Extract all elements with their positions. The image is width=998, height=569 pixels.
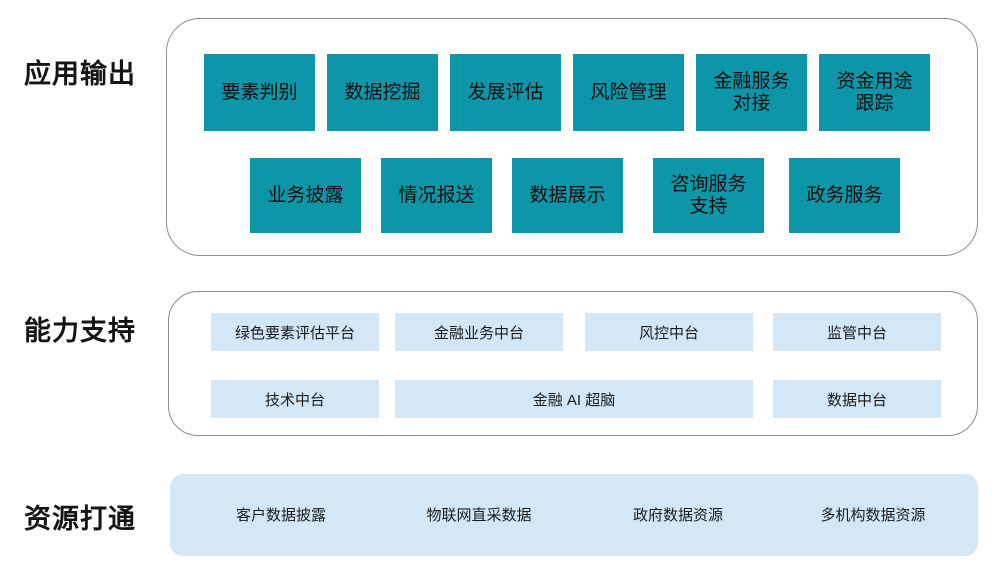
row-label-resource-integration: 资源打通 — [24, 504, 136, 534]
app-card-essential-factor-identification[interactable]: 要素判别 — [204, 54, 315, 131]
capability-chip-financial-ai-brain[interactable]: 金融 AI 超脑 — [395, 380, 753, 418]
app-card-situation-reporting[interactable]: 情况报送 — [381, 158, 492, 233]
capability-chip-data-midend[interactable]: 数据中台 — [773, 380, 941, 418]
capability-chip-technology-midend[interactable]: 技术中台 — [211, 380, 379, 418]
app-card-financial-service-docking[interactable]: 金融服务 对接 — [696, 54, 807, 131]
capability-chip-green-factor-assessment-platform[interactable]: 绿色要素评估平台 — [211, 313, 379, 351]
resource-item-multi-institution-data-resources[interactable]: 多机构数据资源 — [820, 506, 926, 524]
app-card-consulting-service-support[interactable]: 咨询服务 支持 — [653, 158, 764, 233]
app-card-data-display[interactable]: 数据展示 — [512, 158, 623, 233]
row-label-application-output: 应用输出 — [24, 59, 136, 89]
resource-integration-panel — [170, 474, 978, 556]
app-card-development-assessment[interactable]: 发展评估 — [450, 54, 561, 131]
app-card-fund-usage-tracking[interactable]: 资金用途 跟踪 — [819, 54, 930, 131]
app-card-data-mining[interactable]: 数据挖掘 — [327, 54, 438, 131]
capability-chip-risk-control-midend[interactable]: 风控中台 — [585, 313, 753, 351]
row-label-capability-support: 能力支持 — [24, 316, 136, 346]
resource-item-government-data-resources[interactable]: 政府数据资源 — [632, 506, 723, 524]
capability-chip-financial-business-midend[interactable]: 金融业务中台 — [395, 313, 563, 351]
app-card-government-service[interactable]: 政务服务 — [789, 158, 900, 233]
app-card-business-disclosure[interactable]: 业务披露 — [250, 158, 361, 233]
resource-item-iot-direct-collection-data[interactable]: 物联网直采数据 — [426, 506, 532, 524]
resource-item-customer-data-disclosure[interactable]: 客户数据披露 — [235, 506, 326, 524]
capability-chip-regulatory-midend[interactable]: 监管中台 — [773, 313, 941, 351]
app-card-risk-management[interactable]: 风险管理 — [573, 54, 684, 131]
